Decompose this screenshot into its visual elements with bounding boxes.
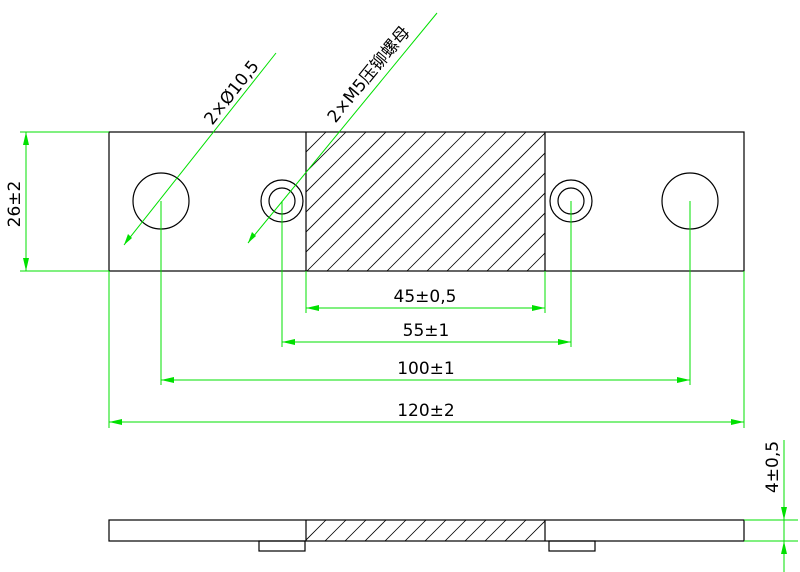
hatch-line	[384, 520, 407, 541]
callout-hole: 2×Ø10,5	[123, 52, 277, 246]
dimension-width: 26±2	[5, 131, 109, 272]
hatch-line	[324, 520, 347, 541]
hatch-line	[587, 132, 726, 271]
side-hatched-area	[306, 520, 586, 541]
hatch-line	[306, 132, 327, 153]
top-view	[108, 131, 800, 272]
hatch-line	[306, 520, 307, 521]
dimension-nut-pitch: 55±1	[281, 201, 572, 347]
hatch-line	[306, 132, 307, 133]
hatch-line	[504, 520, 527, 541]
hole-callout-label: 2×Ø10,5	[201, 57, 264, 129]
hatch-line	[424, 520, 447, 541]
hatch-line	[526, 252, 545, 271]
hatch-line	[346, 132, 487, 271]
hatch-line	[565, 520, 586, 541]
hatch-line	[466, 192, 545, 271]
hatch-line	[486, 212, 545, 271]
dimension-thickness: 4±0,5	[744, 440, 798, 572]
width-label: 26±2	[5, 181, 25, 228]
hatch-line	[506, 232, 545, 271]
hatch-line	[406, 132, 545, 271]
hatch-line	[306, 132, 407, 233]
hatch-line	[464, 520, 487, 541]
side-plate-outline	[108, 519, 745, 542]
thickness-label: 4±0,5	[763, 441, 783, 493]
hatch-line	[306, 132, 447, 271]
hatch-line	[446, 172, 545, 271]
hatch-line	[426, 152, 545, 271]
hatch-line	[386, 132, 527, 271]
hatch-line	[667, 132, 800, 271]
dimension-hole-pitch: 100±1	[160, 201, 691, 385]
callout-press-nut: 2×M5压铆螺母	[247, 12, 438, 244]
hatch-line	[306, 132, 347, 173]
side-nut-right	[548, 540, 596, 552]
hatch-line	[344, 520, 367, 541]
press-nut-callout-label: 2×M5压铆螺母	[324, 23, 415, 127]
hatch-line	[326, 132, 467, 271]
side-nut-left	[258, 540, 306, 552]
hatch-line	[444, 520, 467, 541]
overall-length-label: 120±2	[397, 401, 455, 421]
hatch-line	[306, 132, 387, 213]
hatch-line	[544, 540, 545, 541]
hole-pitch-label: 100±1	[397, 359, 455, 379]
hatch-line	[306, 132, 367, 193]
hatch-line	[306, 520, 327, 541]
dimension-hatch-length: 45±0,5	[305, 271, 546, 313]
plate-outline	[108, 131, 745, 272]
hatch-line	[607, 132, 746, 271]
hatch-line	[306, 132, 427, 253]
hatch-line	[627, 132, 766, 271]
side-view	[108, 519, 745, 552]
hatch-line	[524, 520, 545, 541]
nut-pitch-label: 55±1	[403, 321, 450, 341]
dimension-overall-length: 120±2	[108, 271, 745, 428]
hatch-line	[404, 520, 427, 541]
hatch-line	[484, 520, 507, 541]
hatch-line	[364, 520, 387, 541]
hatch-line	[567, 132, 706, 271]
hatch-line	[647, 132, 786, 271]
hatch-line	[547, 132, 686, 271]
hatched-contact-area	[306, 132, 800, 271]
hatch-length-label: 45±0,5	[394, 287, 457, 307]
hatch-line	[366, 132, 507, 271]
